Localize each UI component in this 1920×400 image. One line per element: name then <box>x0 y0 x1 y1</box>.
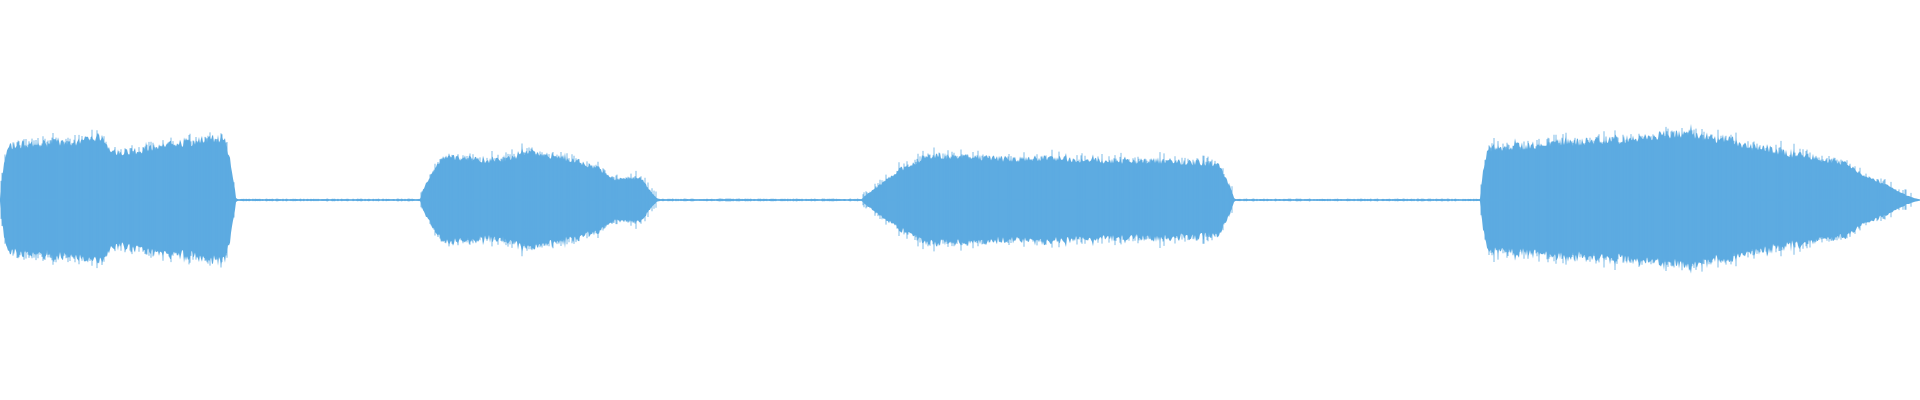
waveform-panel[interactable] <box>0 0 1920 400</box>
audio-waveform[interactable] <box>0 0 1920 400</box>
